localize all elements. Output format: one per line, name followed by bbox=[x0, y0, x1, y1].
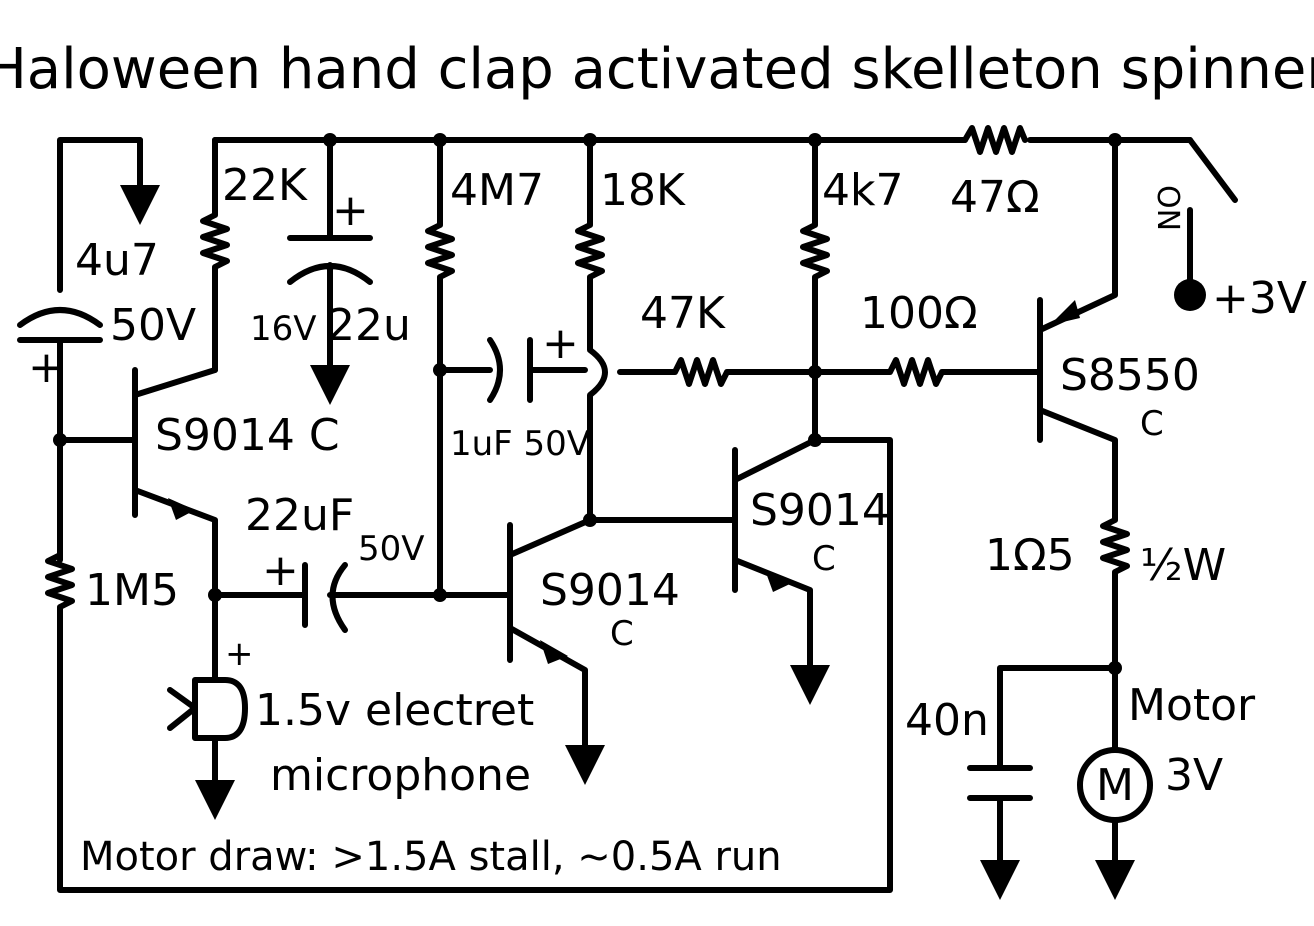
label-motor: Motor bbox=[1128, 680, 1256, 731]
capacitor-4u7 bbox=[17, 307, 103, 343]
label-47k: 47K bbox=[640, 288, 726, 339]
ground-arrow bbox=[565, 745, 605, 785]
battery-terminal bbox=[1174, 279, 1206, 311]
label-22uf: 22uF bbox=[245, 490, 354, 541]
label-1m5: 1M5 bbox=[85, 565, 179, 616]
label-motor-3v: 3V bbox=[1165, 750, 1223, 801]
label-22u: 22u bbox=[327, 300, 411, 351]
label-100ohm: 100Ω bbox=[860, 288, 978, 339]
label-22uf-50v: 50V bbox=[358, 529, 425, 569]
label-4u7-50v: 50V bbox=[110, 300, 196, 351]
resistor-22k bbox=[200, 137, 230, 373]
resistor-1r5 bbox=[1100, 502, 1130, 671]
label-q2-c: C bbox=[610, 614, 634, 654]
npn-arrow bbox=[540, 640, 568, 664]
label-s8550: S8550 bbox=[1060, 350, 1200, 401]
ground-arrow bbox=[310, 365, 350, 405]
capacitor-22u bbox=[287, 137, 373, 368]
resistor-47ohm bbox=[962, 125, 1028, 155]
resistor-100ohm bbox=[812, 357, 1043, 387]
ground-arrow bbox=[790, 665, 830, 705]
title: Haloween hand clap activated skelleton s… bbox=[0, 37, 1314, 102]
transistor-s8550 bbox=[1037, 137, 1118, 508]
resistor-4m7 bbox=[425, 137, 455, 598]
label-4u7-plus: + bbox=[28, 342, 65, 393]
label-q3-c: C bbox=[812, 539, 836, 579]
label-47ohm: 47Ω bbox=[950, 172, 1040, 223]
resistor-1m5 bbox=[45, 437, 893, 893]
ground-arrow bbox=[980, 860, 1020, 900]
capacitor-40n bbox=[967, 665, 1118, 863]
motor-draw-note: Motor draw: >1.5A stall, ~0.5A run bbox=[80, 834, 782, 880]
label-mic-plus: + bbox=[225, 634, 254, 674]
label-1r5: 1Ω5 bbox=[985, 530, 1075, 581]
npn-arrow bbox=[168, 498, 195, 520]
label-q3: S9014 bbox=[750, 485, 890, 536]
resistor-18k bbox=[575, 137, 608, 523]
capacitor-22uf bbox=[212, 562, 513, 633]
label-4k7: 4k7 bbox=[822, 165, 903, 216]
label-40n: 40n bbox=[905, 695, 989, 746]
label-mic: 1.5v electret bbox=[255, 685, 534, 736]
transistor-q3 bbox=[587, 437, 818, 668]
npn-arrow bbox=[765, 570, 792, 592]
label-18k: 18K bbox=[600, 165, 686, 216]
label-4u7: 4u7 bbox=[75, 235, 159, 286]
label-motor-m: M bbox=[1096, 760, 1134, 811]
transistor-q1 bbox=[57, 367, 218, 598]
resistor-47k bbox=[617, 357, 818, 387]
label-22uf-plus: + bbox=[262, 545, 299, 596]
label-s8550-c: C bbox=[1140, 404, 1164, 444]
transistor-q2 bbox=[507, 517, 593, 748]
ground-arrow bbox=[195, 780, 235, 820]
label-22k: 22K bbox=[222, 160, 308, 211]
ground-arrow bbox=[1095, 860, 1135, 900]
label-16v: 16V bbox=[250, 309, 317, 349]
power-switch bbox=[1187, 137, 1238, 203]
ground-arrow bbox=[120, 185, 160, 225]
label-q1: S9014 C bbox=[155, 410, 340, 461]
label-3v: +3V bbox=[1212, 273, 1307, 324]
label-mic2: microphone bbox=[270, 750, 531, 801]
capacitor-1uf bbox=[437, 337, 588, 403]
resistor-4k7 bbox=[800, 137, 830, 443]
pnp-arrow bbox=[1050, 300, 1080, 325]
label-cap-plus: + bbox=[332, 185, 369, 236]
label-on: ON bbox=[1150, 185, 1185, 231]
motor-symbol bbox=[1077, 747, 1153, 823]
label-1uf-plus: + bbox=[542, 318, 579, 369]
microphone-symbol bbox=[167, 677, 248, 741]
label-1uf: 1uF 50V bbox=[450, 424, 590, 464]
label-half-watt: ½W bbox=[1140, 540, 1226, 591]
label-q2: S9014 bbox=[540, 565, 680, 616]
label-4m7: 4M7 bbox=[450, 165, 544, 216]
